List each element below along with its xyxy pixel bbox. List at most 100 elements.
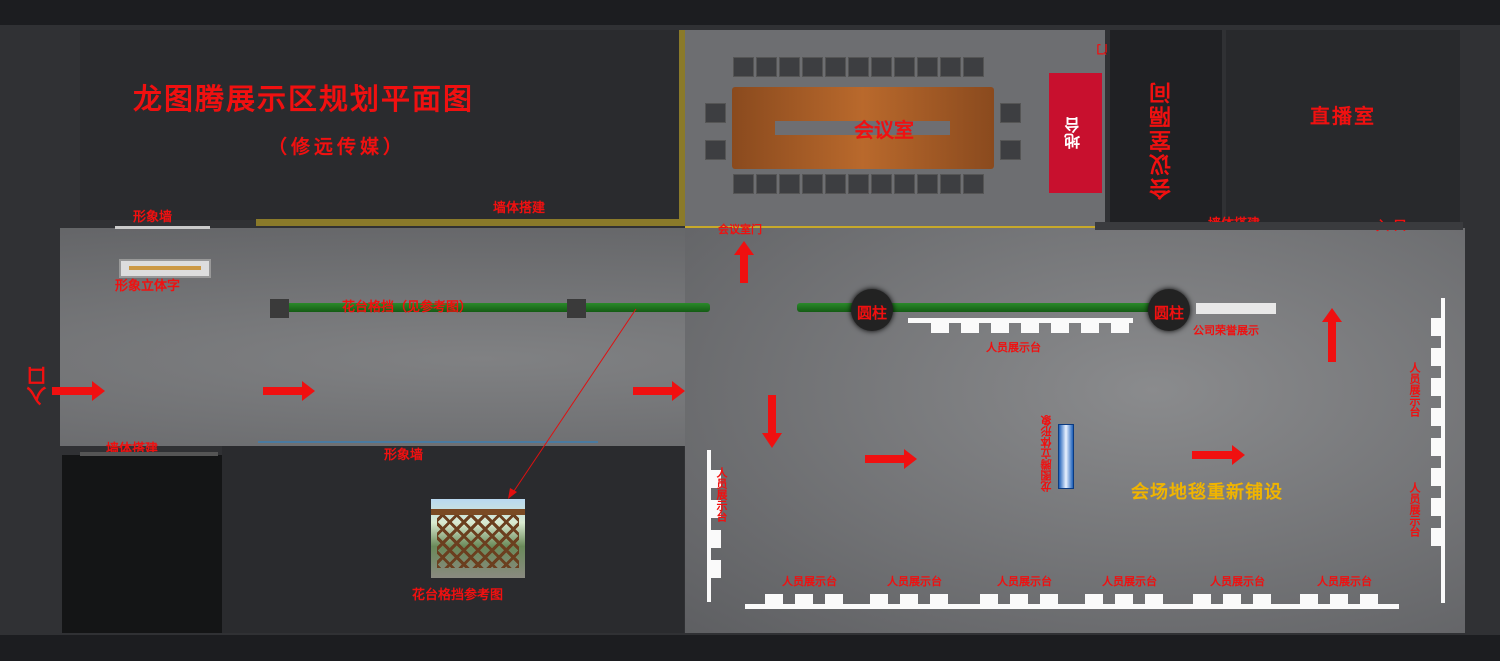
image-wall-top	[115, 226, 210, 229]
booth-left-bar	[707, 450, 711, 602]
arrow-down	[762, 395, 782, 448]
chair	[871, 57, 892, 77]
chair	[894, 57, 915, 77]
main-hall	[685, 228, 1465, 633]
top-left-block	[80, 30, 680, 220]
arrow-meeting-door	[734, 241, 754, 283]
booth-bottom-group	[980, 594, 1058, 604]
chair	[894, 174, 915, 194]
booth-left-label: 人员展示台	[715, 467, 728, 522]
booth-top-label: 人员展示台	[986, 341, 1041, 354]
chair	[848, 174, 869, 194]
image-wall-bottom-label: 形象墙	[384, 448, 424, 463]
booth-top-row	[931, 323, 1129, 333]
bottom-left-room	[62, 455, 222, 633]
planter-reference-image	[431, 499, 525, 578]
booth-right-col	[1431, 318, 1441, 546]
meeting-room-label: 会议室	[854, 118, 914, 142]
live-room-label: 直播室	[1310, 104, 1376, 128]
wall-build-bottom	[80, 452, 218, 456]
booth-bottom-label: 人员展示台	[887, 575, 942, 588]
booth-top-bar	[908, 318, 1133, 323]
arrow-hall-1	[865, 449, 917, 469]
booth-bottom-group	[1300, 594, 1378, 604]
honor-display	[1196, 303, 1276, 314]
flow-arrows	[52, 241, 1342, 469]
reference-pointer-head	[508, 488, 517, 499]
carpet-note: 会场地毯重新铺设	[1131, 482, 1283, 503]
planter-screen-right	[797, 303, 1157, 312]
meeting-partition-room	[1110, 30, 1222, 222]
chair	[756, 57, 777, 77]
booth-bottom-group	[1085, 594, 1163, 604]
wall-build-top	[256, 219, 682, 226]
booth-bottom-label: 人员展示台	[1102, 575, 1157, 588]
chair	[1000, 103, 1021, 123]
reference-pointer-line	[511, 308, 637, 495]
booth-right-bar	[1441, 298, 1445, 603]
honor-display-label: 公司荣誉展示	[1193, 324, 1259, 337]
chair	[756, 174, 777, 194]
pillar-2: 圆柱	[1148, 289, 1190, 331]
booth-left-col	[711, 470, 721, 578]
booth-right-label-1: 人员展示台	[1408, 362, 1421, 417]
meeting-door-label: 会议室门	[718, 223, 762, 236]
logo-3d-sign	[119, 259, 211, 278]
chair	[705, 140, 726, 160]
planter-screen-left	[280, 303, 710, 312]
booth-bottom-label: 人员展示台	[997, 575, 1052, 588]
chair	[825, 174, 846, 194]
planter-post-2	[567, 299, 586, 318]
booth-bottom-bar	[745, 604, 1399, 609]
pillar-1-label: 圆柱	[856, 304, 887, 322]
arrow-exit	[1322, 308, 1342, 362]
arrow-hall-2	[1192, 445, 1245, 465]
logo-3d-label: 形象立体字	[115, 279, 181, 294]
chair	[940, 174, 961, 194]
booth-bottom-group	[870, 594, 948, 604]
booth-bottom-label: 人员展示台	[1317, 575, 1372, 588]
wall-build-top-label: 墙体搭建	[493, 201, 546, 216]
planter-reference-label: 花台格挡参考图	[412, 588, 504, 603]
chair	[779, 174, 800, 194]
chair	[825, 57, 846, 77]
chair	[705, 103, 726, 123]
booth-right-label-2: 人员展示台	[1408, 482, 1421, 537]
wall-build-right	[1095, 222, 1463, 230]
planter-screen-label: 花台格挡（见参考图）	[342, 300, 473, 315]
planter-post-1	[270, 299, 289, 318]
dragon-figure	[1058, 424, 1074, 489]
chair	[963, 57, 984, 77]
arrow-corridor-2	[633, 381, 685, 401]
chair	[733, 174, 754, 194]
booth-bottom-label: 人员展示台	[1210, 575, 1265, 588]
chair	[848, 57, 869, 77]
chair	[1000, 140, 1021, 160]
arrow-entrance	[52, 381, 105, 401]
pillar-2-label: 圆柱	[1153, 304, 1184, 322]
table-center-strip	[775, 121, 950, 135]
page-title: 龙图腾展示区规划平面图	[133, 82, 475, 116]
chair	[917, 57, 938, 77]
booth-bottom-group	[765, 594, 843, 604]
live-room	[1226, 30, 1460, 222]
meeting-wall-line	[685, 226, 1095, 228]
chair	[871, 174, 892, 194]
stage-block	[1049, 73, 1102, 193]
chair	[940, 57, 961, 77]
chair	[802, 174, 823, 194]
chair	[733, 57, 754, 77]
arrow-corridor-1	[263, 381, 315, 401]
page-subtitle: （修远传媒）	[268, 136, 407, 158]
booth-bottom-label: 人员展示台	[782, 575, 837, 588]
pillar-1: 圆柱	[851, 289, 893, 331]
booth-bottom-group	[1193, 594, 1271, 604]
chair	[917, 174, 938, 194]
image-wall-bottom	[258, 441, 598, 443]
chair	[802, 57, 823, 77]
chair	[963, 174, 984, 194]
image-wall-top-label: 形象墙	[133, 210, 173, 225]
wall-meeting-left	[679, 30, 685, 226]
